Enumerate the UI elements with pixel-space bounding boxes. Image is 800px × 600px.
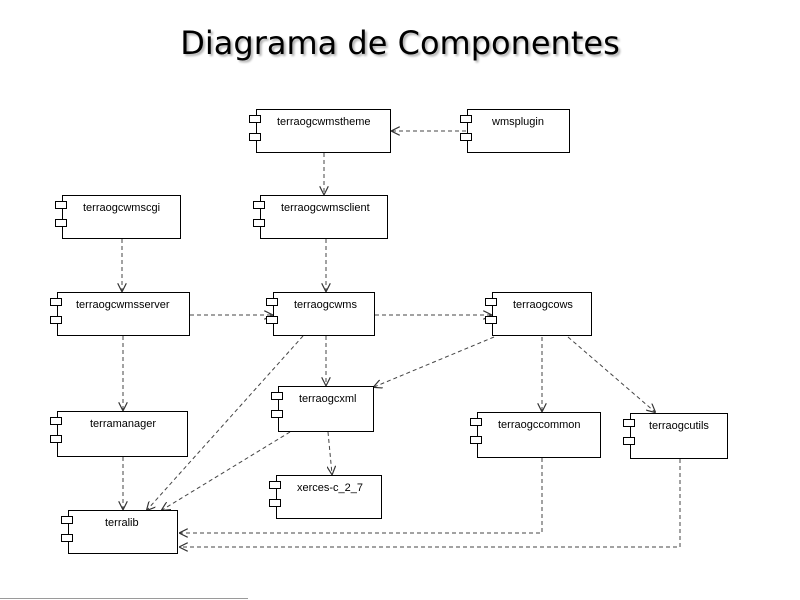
component-tab-icon (61, 534, 73, 542)
footer-divider (0, 598, 248, 599)
component-tab-icon (61, 516, 73, 524)
component-tab-icon (485, 316, 497, 324)
component-terraogcows[interactable]: terraogcows (492, 292, 592, 336)
dependency-arrow-terraogccommon-to-terralib (180, 458, 543, 533)
component-label: terraogcows (513, 299, 573, 311)
component-tab-icon (460, 115, 472, 123)
component-wmsplugin[interactable]: wmsplugin (467, 109, 570, 153)
component-label: terraogcwmstheme (277, 116, 371, 128)
component-terraogcwmsserver[interactable]: terraogcwmsserver (57, 292, 190, 336)
component-tab-icon (460, 133, 472, 141)
component-xerces-c-2-7[interactable]: xerces-c_2_7 (276, 475, 382, 519)
component-label: terramanager (90, 418, 157, 430)
component-tab-icon (266, 316, 278, 324)
component-tab-icon (50, 417, 62, 425)
component-tab-icon (269, 499, 281, 507)
slide-title: Diagrama de Componentes (180, 24, 620, 62)
component-tab-icon (271, 410, 283, 418)
component-label: terraogccommon (498, 419, 581, 431)
component-terraogcwmsclient[interactable]: terraogcwmsclient (260, 195, 388, 239)
dependency-arrow-terraogcutils-to-terralib (180, 459, 681, 547)
component-label: terraogcwmscgi (83, 202, 161, 214)
component-terramanager[interactable]: terramanager (57, 411, 188, 457)
component-terraogcwmscgi[interactable]: terraogcwmscgi (62, 195, 181, 239)
component-terraogcxml[interactable]: terraogcxml (278, 386, 374, 432)
component-tab-icon (623, 419, 635, 427)
component-tab-icon (55, 219, 67, 227)
component-tab-icon (50, 435, 62, 443)
component-tab-icon (55, 201, 67, 209)
dependency-arrow-terraogcows-to-terraogcutils (567, 336, 655, 412)
component-tab-icon (50, 316, 62, 324)
dependency-arrow-terraogcxml-to-terralib (162, 431, 291, 510)
component-terraogcwmstheme[interactable]: terraogcwmstheme (256, 109, 391, 153)
component-tab-icon (253, 219, 265, 227)
component-tab-icon (269, 481, 281, 489)
component-tab-icon (249, 133, 261, 141)
component-tab-icon (50, 298, 62, 306)
component-tab-icon (470, 418, 482, 426)
component-tab-icon (253, 201, 265, 209)
component-terraogccommon[interactable]: terraogccommon (477, 412, 601, 458)
component-terralib[interactable]: terralib (68, 510, 178, 554)
component-label: terraogcwmsserver (76, 299, 170, 311)
component-terraogcwms[interactable]: terraogcwms (273, 292, 375, 336)
component-terraogcutils[interactable]: terraogcutils (630, 413, 728, 459)
component-label: terraogcwmsclient (281, 202, 370, 214)
component-tab-icon (485, 298, 497, 306)
component-label: terraogcutils (649, 420, 709, 432)
component-label: terraogcwms (294, 299, 357, 311)
component-label: wmsplugin (492, 116, 544, 128)
component-label: terralib (105, 517, 139, 529)
component-tab-icon (271, 392, 283, 400)
component-tab-icon (470, 436, 482, 444)
dependency-arrow-terraogcwms-to-terralib (147, 335, 304, 510)
component-tab-icon (623, 437, 635, 445)
component-label: terraogcxml (299, 393, 357, 405)
component-label: xerces-c_2_7 (297, 482, 364, 494)
component-tab-icon (266, 298, 278, 306)
dependency-arrow-terraogcxml-to-xerces-c-2-7 (328, 431, 332, 474)
dependency-arrow-terraogcows-to-terraogcxml (374, 336, 495, 387)
component-tab-icon (249, 115, 261, 123)
